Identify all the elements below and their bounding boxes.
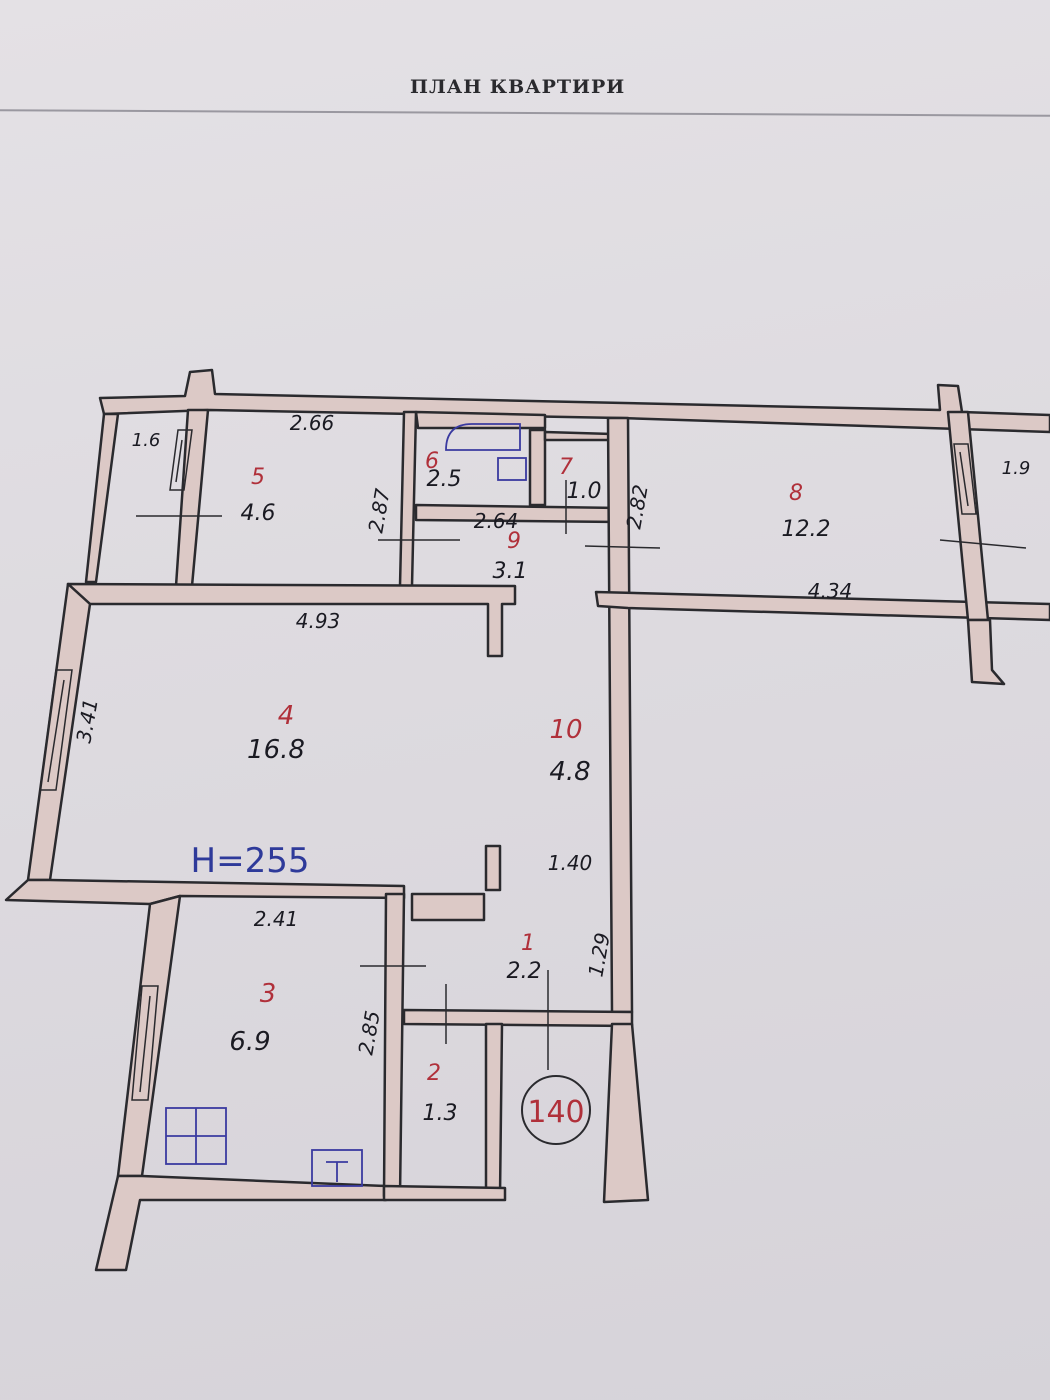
- room-6-area: 2.5: [427, 467, 462, 492]
- room-10-area: 4.8: [549, 757, 590, 787]
- room-2-number: 2: [427, 1061, 441, 1086]
- door-room8: [584, 545, 661, 549]
- wall-kitchen-bottom: [94, 1174, 388, 1272]
- room-6-number: 6: [425, 449, 439, 474]
- dim-room8-width: 4.34: [808, 579, 853, 603]
- wall-kitchen-left: [116, 894, 182, 1178]
- sink-icon: [497, 457, 527, 481]
- wall-wc-top: [543, 430, 614, 442]
- room-7-area: 1.0: [567, 479, 602, 504]
- wall-balcony-left: [84, 412, 120, 584]
- room-2-area: 1.3: [423, 1101, 458, 1126]
- wall-room5-left: [174, 408, 210, 588]
- room-1-area: 2.2: [507, 959, 542, 984]
- dim-room4-width: 4.93: [296, 609, 341, 633]
- room-7-number: 7: [559, 455, 573, 480]
- wall-kitchen-right: [382, 892, 406, 1198]
- wall-closet-divider: [484, 1022, 504, 1198]
- walls: [4, 368, 1050, 1272]
- dim-hall-width: 2.64: [474, 509, 519, 533]
- dim-kitchen-width: 2.41: [254, 907, 299, 931]
- wall-bath-top: [414, 410, 547, 430]
- dim-room5-width: 2.66: [290, 411, 335, 435]
- room-9-area: 3.1: [493, 559, 528, 584]
- window-room8: [953, 443, 977, 515]
- window-kitchen: [131, 985, 159, 1101]
- dim-hall-depth: 1.29: [583, 931, 614, 979]
- room-8-number: 8: [789, 481, 803, 506]
- wall-bath-right: [528, 428, 547, 507]
- window-room5: [169, 429, 193, 491]
- room-3-number: 3: [260, 979, 277, 1009]
- wall-room8-right: [946, 410, 990, 622]
- dim-corridor-width: 1.40: [548, 851, 593, 875]
- dim-kitchen-depth: 2.85: [353, 1009, 384, 1057]
- wall-closet-bottom: [382, 1184, 507, 1202]
- dim-room5-depth: 2.87: [363, 487, 394, 535]
- wall-niche: [410, 892, 486, 922]
- room-4-area: 16.8: [247, 735, 305, 765]
- room-5-number: 5: [251, 465, 265, 490]
- room-9-number: 9: [507, 529, 521, 554]
- room-3-area: 6.9: [229, 1027, 270, 1057]
- window-room4: [39, 669, 73, 791]
- apartment-number: 140: [527, 1095, 584, 1130]
- wall-entry-right: [602, 1022, 650, 1204]
- room-4-number: 4: [278, 701, 295, 731]
- bathtub-icon: [445, 423, 521, 451]
- room-1-number: 1: [521, 931, 535, 956]
- wall-room4-stub: [484, 844, 502, 892]
- fixtures: [165, 423, 527, 1187]
- wall-room8-corner: [966, 618, 1006, 686]
- door-marks: [136, 480, 1027, 1070]
- wall-room5-right: [398, 410, 418, 588]
- windows: [39, 429, 977, 1101]
- wall-top: [98, 368, 1050, 434]
- room-5-area: 4.6: [241, 501, 276, 526]
- room-10-number: 10: [549, 715, 582, 745]
- wall-room4-bottom: [4, 878, 406, 906]
- ceiling-height: H=255: [191, 841, 310, 881]
- apartment-number-circle: [521, 1075, 591, 1145]
- room-8-area: 12.2: [782, 517, 831, 542]
- plan-title: ПЛАН КВАРТИРИ: [410, 76, 626, 98]
- wall-hall-bottom: [402, 1008, 634, 1028]
- balcony-left-area: 1.6: [132, 430, 161, 451]
- door-balcony-right: [939, 539, 1027, 549]
- kitchen-sink-icon: [311, 1149, 363, 1187]
- wall-room4-top: [66, 582, 517, 658]
- balcony-right-area: 1.9: [1002, 458, 1031, 479]
